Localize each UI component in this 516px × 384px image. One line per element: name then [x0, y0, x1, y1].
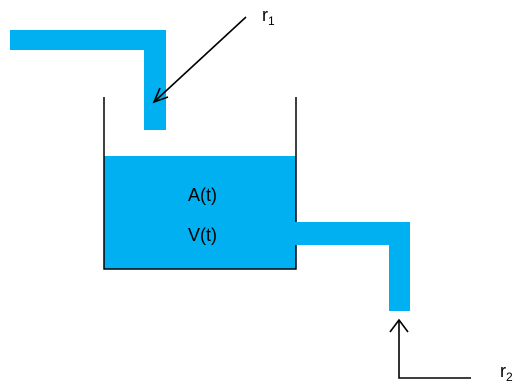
outflow-arrow-head	[389, 318, 409, 333]
inflow-label-subscript: 1	[268, 14, 275, 28]
outlet-pipe	[296, 222, 410, 311]
inflow-arrow	[152, 16, 247, 104]
outflow-label: r2	[500, 361, 513, 384]
outflow-label-subscript: 2	[506, 370, 513, 384]
volume-label: V(t)	[188, 225, 217, 245]
tank-liquid	[104, 156, 296, 269]
outflow-arrow	[389, 318, 471, 379]
area-label: A(t)	[188, 185, 217, 205]
tank-walls	[103, 97, 297, 270]
inflow-arrow-head	[152, 87, 169, 104]
inflow-arrow-shaft	[153, 16, 247, 103]
outflow-label-base: r	[500, 361, 506, 381]
outflow-arrow-shaft	[398, 320, 471, 379]
inflow-label: r1	[262, 5, 275, 28]
inflow-label-base: r	[262, 5, 268, 25]
inlet-pipe	[10, 30, 166, 130]
